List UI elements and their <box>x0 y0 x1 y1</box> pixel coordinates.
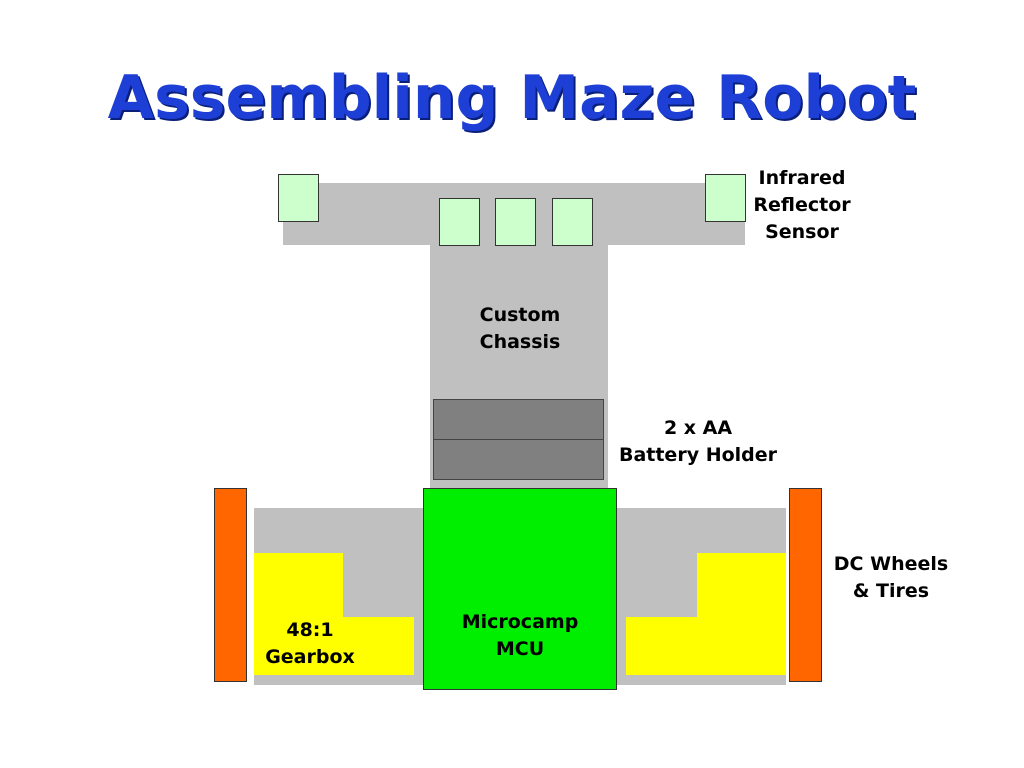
gearbox-label: 48:1 Gearbox <box>250 617 370 671</box>
mcu-label-line-2: MCU <box>495 638 545 660</box>
sensor-label-line-1: Infrared <box>758 167 846 189</box>
gearbox-left-lower <box>254 617 414 675</box>
battery-label-line-2: Battery Holder <box>618 444 778 466</box>
gearbox-label-line-2: Gearbox <box>265 646 355 668</box>
chassis-label-line-2: Chassis <box>479 331 561 353</box>
sensor-center-3 <box>552 198 593 246</box>
chassis-label-line-1: Custom <box>479 304 561 326</box>
battery-label-line-1: 2 x AA <box>663 417 733 439</box>
wheels-label: DC Wheels & Tires <box>826 551 956 605</box>
slide-title: Assembling Maze Robot <box>107 63 917 133</box>
sensor-label-line-3: Sensor <box>765 221 839 243</box>
sensor-left <box>278 174 319 222</box>
battery-cell-2 <box>433 439 604 480</box>
battery-label: 2 x AA Battery Holder <box>612 415 784 469</box>
wheel-left <box>214 488 247 682</box>
chassis-label: Custom Chassis <box>450 302 590 356</box>
mcu-label-line-1: Microcamp <box>461 611 579 633</box>
gearbox-right-lower <box>626 617 786 675</box>
sensor-label: Infrared Reflector Sensor <box>746 165 858 246</box>
wheel-right <box>789 488 822 682</box>
sensor-center-2 <box>495 198 536 246</box>
wheels-label-line-1: DC Wheels <box>833 553 949 575</box>
sensor-label-line-2: Reflector <box>753 194 851 216</box>
battery-cell-1 <box>433 399 604 440</box>
sensor-center-1 <box>439 198 480 246</box>
wheels-label-line-2: & Tires <box>852 580 930 602</box>
gearbox-label-line-1: 48:1 <box>286 619 334 641</box>
mcu-label: Microcamp MCU <box>440 609 600 663</box>
mcu-board <box>423 488 617 690</box>
sensor-right <box>705 174 746 222</box>
